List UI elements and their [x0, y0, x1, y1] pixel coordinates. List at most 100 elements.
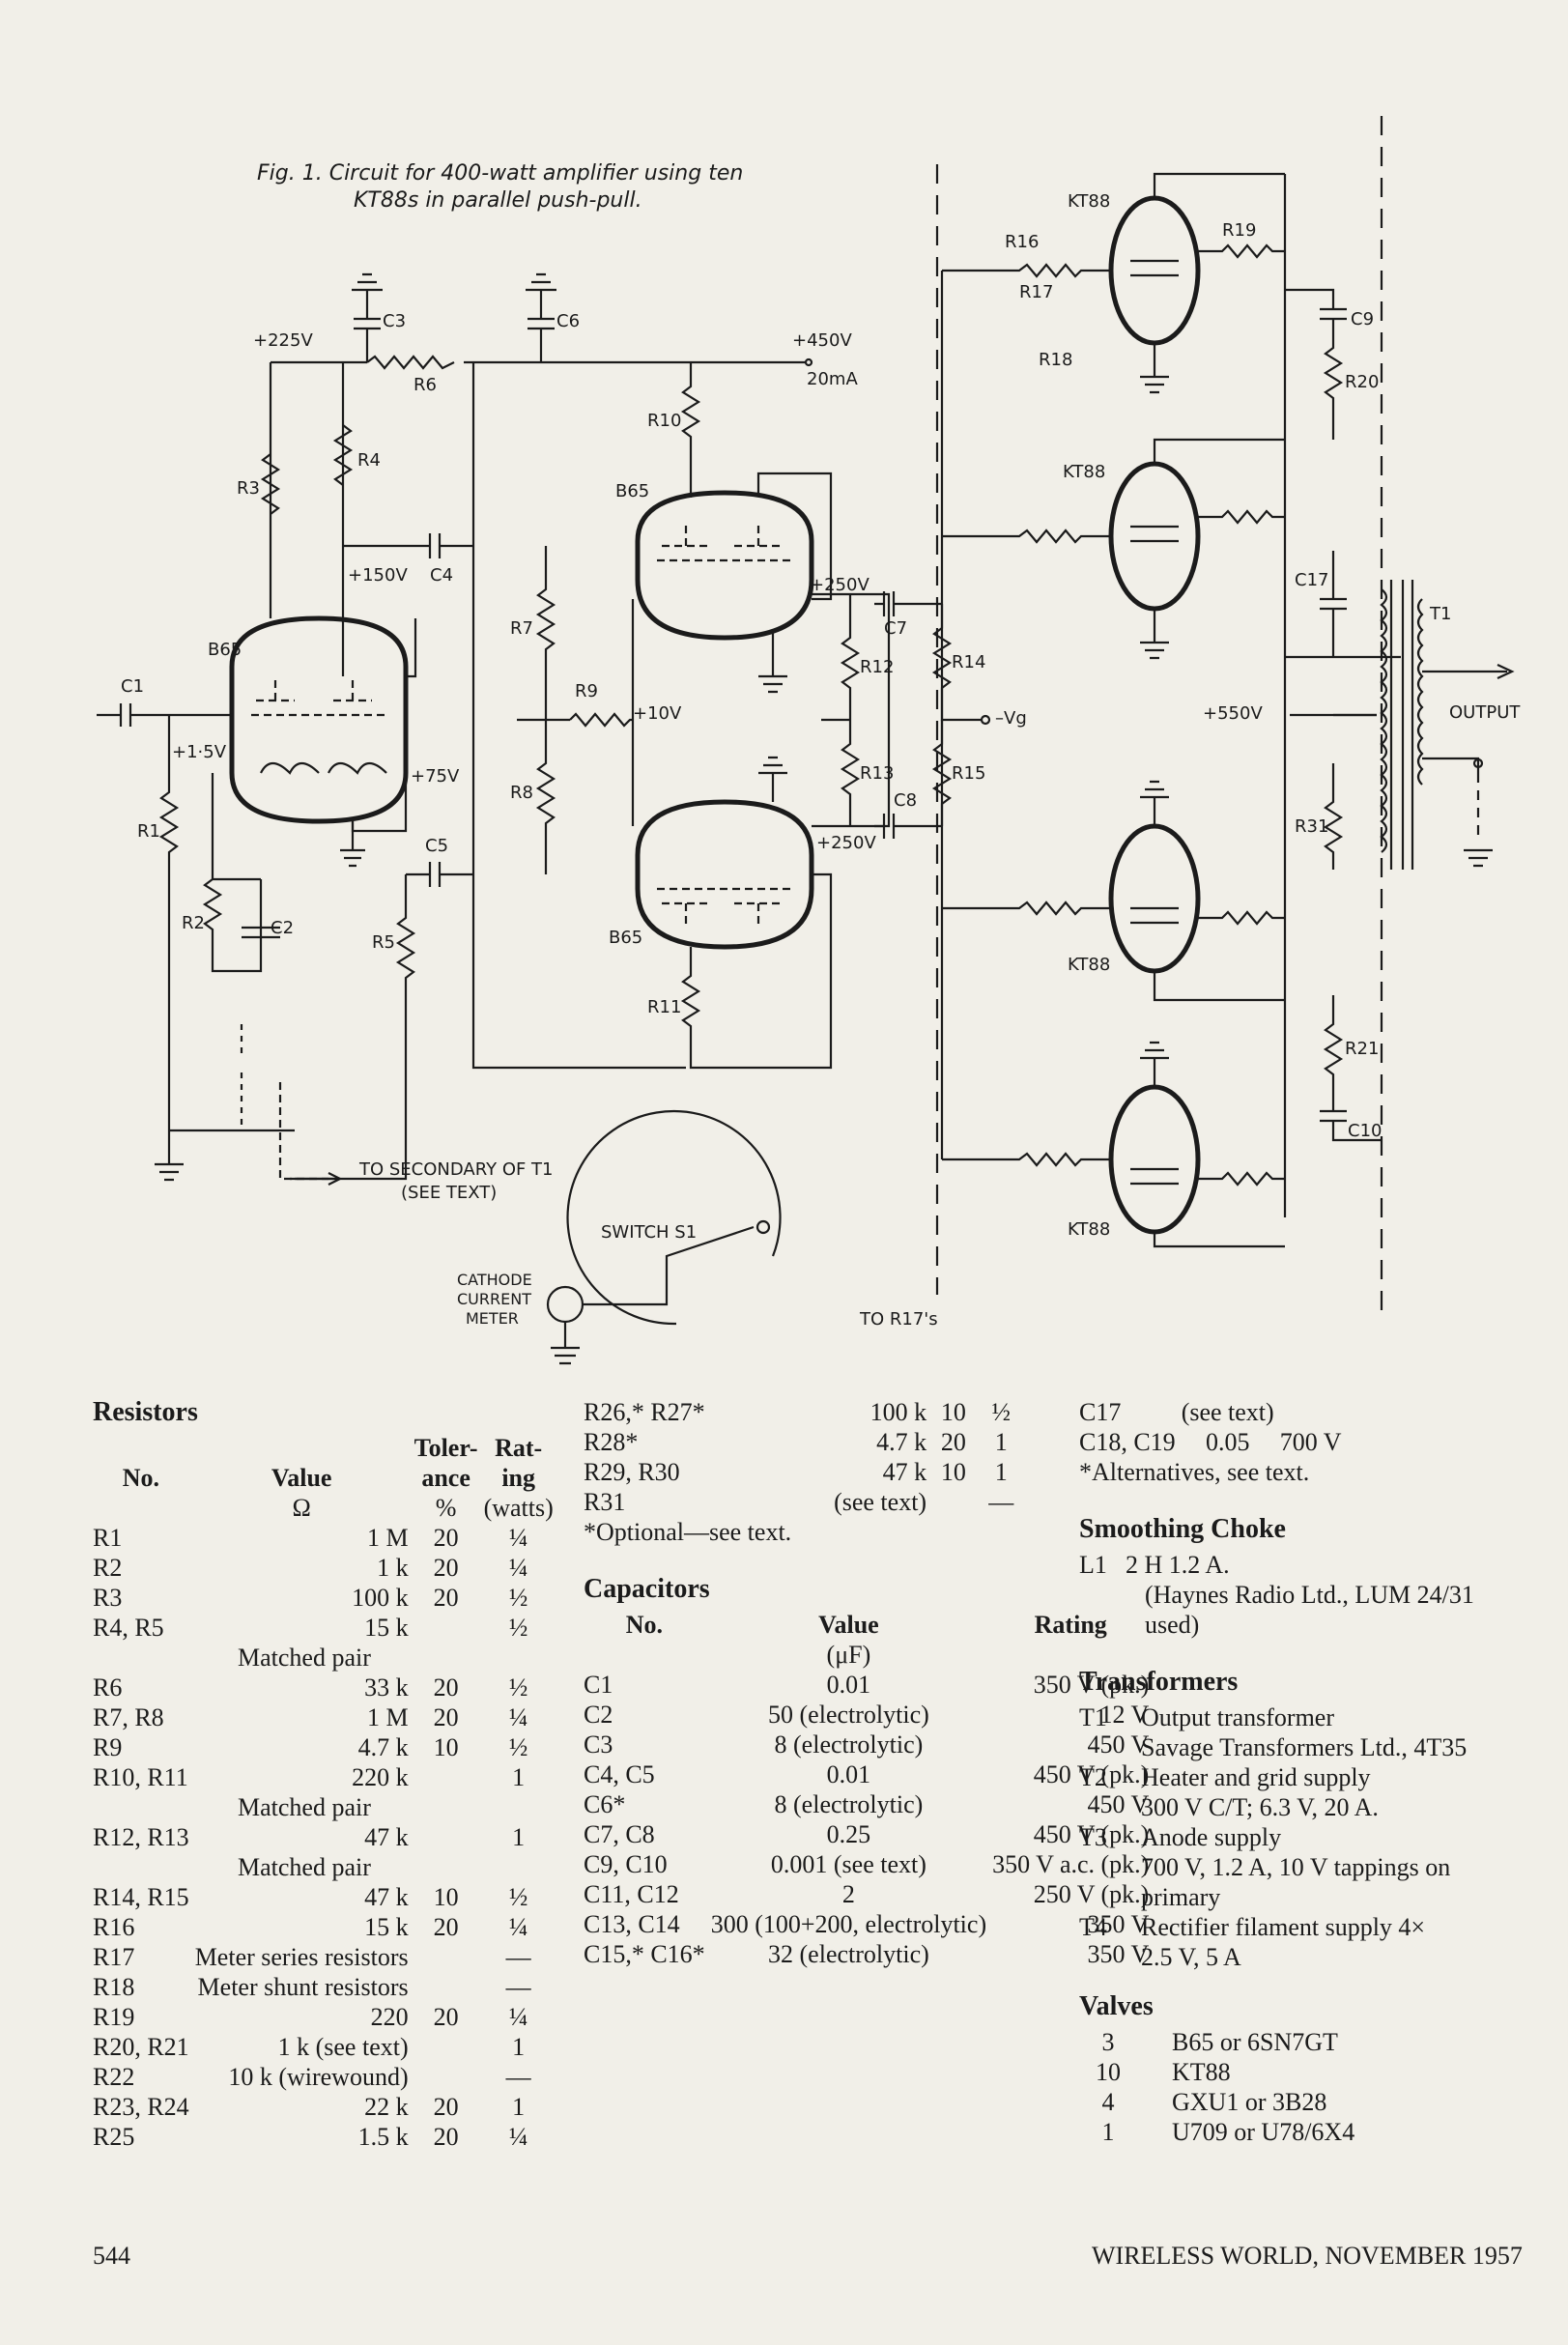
- resistor-tolerance: [414, 1972, 484, 2002]
- label-b65-1: B65: [208, 640, 242, 660]
- resistor-value: 220: [370, 2003, 409, 2031]
- label-r4: R4: [357, 450, 381, 471]
- table-row: Matched pair: [93, 1643, 559, 1673]
- resistor-value: 4.7 k: [357, 1733, 409, 1761]
- resistor-tolerance: [414, 1822, 484, 1852]
- label-r7: R7: [510, 618, 533, 639]
- capacitor-value: (see text): [1181, 1398, 1274, 1426]
- choke-id: L1: [1079, 1551, 1107, 1579]
- resistor-no: R25: [93, 2123, 135, 2151]
- label-c1: C1: [121, 676, 145, 697]
- resistor-no: R28*: [584, 1428, 639, 1456]
- col-no: No.: [122, 1464, 159, 1492]
- valve-b65-3: [635, 799, 814, 950]
- capacitor-rating: 450 V (pk.): [1033, 1760, 1150, 1788]
- resistor-no: R1: [93, 1524, 123, 1552]
- col-rat-1: Rat-: [495, 1434, 543, 1462]
- label-c9: C9: [1351, 309, 1375, 329]
- label-150v: +150V: [348, 565, 408, 586]
- valve-qty: 4: [1101, 2088, 1115, 2116]
- resistor-value: 47 k: [364, 1883, 409, 1911]
- resistor-rating: ½: [991, 1398, 1012, 1426]
- resistor-no: R3: [93, 1584, 123, 1612]
- resistors-table: Toler- Rat- No. Value ance ing Ω % (watt…: [93, 1433, 559, 2152]
- label-r16: R16: [1005, 232, 1040, 252]
- resistor-value: Meter series resistors: [194, 1943, 409, 1971]
- resistor-tolerance: 20: [433, 1584, 459, 1612]
- resistor-value: 15 k: [364, 1913, 409, 1941]
- resistor-value: 100 k: [352, 1584, 409, 1612]
- capacitor-rating: 350 V: [1087, 1940, 1150, 1968]
- resistor-no: R17: [93, 1943, 135, 1971]
- label-kt88-1: KT88: [1068, 191, 1111, 212]
- resistor-rating: ¼: [508, 1703, 528, 1731]
- resistor-rating: 1: [994, 1458, 1008, 1486]
- label-r8: R8: [510, 783, 533, 803]
- transformer-text: Heater and grid supply: [1141, 1763, 1371, 1791]
- capacitor-no: C4, C5: [584, 1760, 655, 1788]
- cap-col-value: Value: [818, 1611, 879, 1639]
- resistor-value: 47 k: [364, 1823, 409, 1851]
- capacitors-unit-row: (μF): [584, 1640, 1155, 1670]
- transformer-text: Output transformer: [1141, 1703, 1335, 1731]
- caption-line-2: KT88s in parallel push-pull.: [354, 188, 642, 213]
- label-c4: C4: [430, 565, 454, 586]
- resistor-value: 10 k (wirewound): [228, 2063, 409, 2091]
- capacitor-no: C9, C10: [584, 1850, 668, 1878]
- label-r13: R13: [860, 763, 895, 784]
- transformer-sub: Savage Transformers Ltd., 4T35: [1141, 1733, 1468, 1761]
- cap-col-no: No.: [625, 1611, 663, 1639]
- capacitor-no: C13, C14: [584, 1910, 680, 1938]
- resistor-note: Matched pair: [238, 1793, 371, 1821]
- resistor-rating: 1: [512, 1763, 526, 1791]
- resistor-r3: [260, 453, 281, 515]
- capacitor-rating: 350 V a.c. (pk.): [992, 1850, 1150, 1878]
- label-r12: R12: [860, 657, 895, 677]
- resistor-tolerance: 10: [433, 1883, 459, 1911]
- col-value-unit: Ω: [292, 1494, 311, 1522]
- capacitor-no: C6*: [584, 1790, 626, 1818]
- resistor-rating: ½: [508, 1614, 528, 1642]
- choke-entry: L1 2 H 1.2 A. (Haynes Radio Ltd., LUM 24…: [1079, 1550, 1533, 1640]
- label-meter-1: CATHODE: [457, 1271, 532, 1289]
- label-meter-3: METER: [466, 1309, 519, 1328]
- table-row: C6*8 (electrolytic)450 V: [584, 1789, 1155, 1819]
- resistor-rating: ¼: [508, 1524, 528, 1552]
- label-to-r17: TO R17's: [860, 1309, 938, 1330]
- transformer-text: Anode supply: [1141, 1823, 1282, 1851]
- label-c5: C5: [425, 836, 449, 856]
- cap-col-value-unit: (μF): [826, 1641, 871, 1669]
- transformer-sub: 300 V C/T; 6.3 V, 20 A.: [1141, 1793, 1379, 1821]
- capacitor-value: 300 (100+200, electrolytic): [710, 1910, 987, 1938]
- label-b65-3: B65: [609, 928, 643, 948]
- resistor-note: Matched pair: [238, 1644, 371, 1672]
- resistor-value: 47 k: [882, 1458, 927, 1486]
- resistor-no: R29, R30: [584, 1458, 680, 1486]
- resistor-tolerance: 20: [433, 1673, 459, 1702]
- resistor-value: 1 k (see text): [277, 2033, 409, 2061]
- col-tol-unit: %: [435, 1494, 457, 1522]
- transformer-id: T1: [1079, 1703, 1107, 1731]
- switch-s1-arc: [566, 1109, 782, 1326]
- label-r1: R1: [137, 821, 160, 842]
- label-vg: –Vg: [995, 708, 1027, 729]
- transformer-text: Rectifier filament supply 4×: [1141, 1913, 1426, 1941]
- resistor-tolerance: 20: [433, 2093, 459, 2121]
- resistors-footnote: *Optional—see text.: [584, 1518, 792, 1546]
- capacitor-no: C15,* C16*: [584, 1940, 705, 1968]
- capacitor-value: 50 (electrolytic): [768, 1701, 929, 1729]
- capacitor-rating: 450 V (pk.): [1033, 1820, 1150, 1848]
